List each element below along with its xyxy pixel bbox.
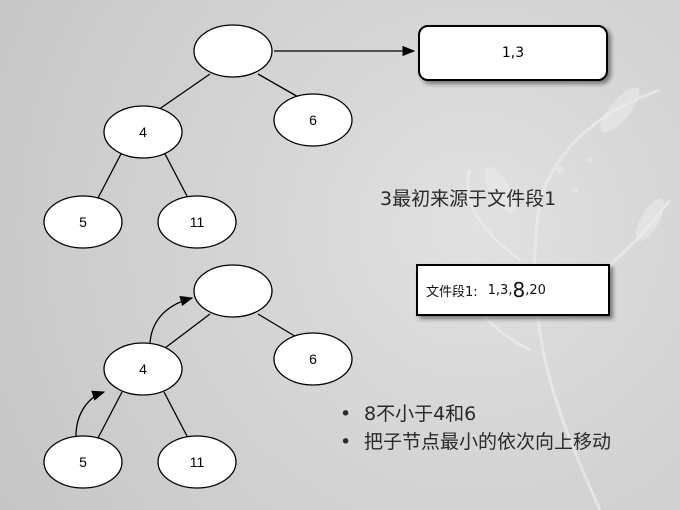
bottom-edge-root-right [257, 313, 299, 339]
bottom-edge-left-lr [163, 391, 189, 439]
top-tree-node-root [193, 24, 273, 78]
file-segment-prefix: 文件段1: [426, 284, 478, 300]
caption: 3最初来源于文件段1 [380, 188, 557, 210]
bottom-tree-edges [97, 313, 299, 439]
bullet-text: 8不小于4和6 [364, 403, 477, 425]
bullet-item: • 8不小于4和6 [340, 400, 670, 428]
top-tree-node-5-label: 5 [79, 214, 87, 230]
bottom-tree-node-5: 5 [43, 435, 123, 489]
arrow-5-to-4 [75, 390, 106, 437]
top-tree-node-6-label: 6 [309, 112, 317, 128]
bottom-tree-node-6: 6 [273, 332, 353, 386]
bullet-icon: • [340, 431, 352, 453]
top-edge-root-left [154, 73, 211, 113]
file-segment-box: 文件段1: 1,3, 8 ,20 [416, 264, 610, 316]
bottom-tree-node-6-label: 6 [309, 351, 317, 367]
bottom-edge-root-left [164, 313, 211, 349]
top-tree-node-4-label: 4 [139, 124, 147, 140]
bottom-edge-left-ll [97, 391, 123, 439]
output-box: 1,3 [418, 25, 608, 81]
file-segment-highlight: 8 [512, 278, 526, 302]
bottom-tree-node-root [193, 264, 273, 318]
bottom-tree-node-4-label: 4 [139, 361, 147, 377]
arrow-4-to-root [149, 295, 194, 347]
file-segment-values-after: ,20 [525, 282, 546, 298]
top-tree-node-11-label: 11 [190, 214, 205, 230]
top-edge-left-lr [163, 151, 189, 199]
bottom-tree-node-11: 11 [157, 435, 237, 489]
bullet-text: 把子节点最小的依次向上移动 [364, 431, 612, 453]
bullet-icon: • [340, 403, 352, 425]
top-tree-edges [97, 73, 301, 199]
output-box-text: 1,3 [501, 45, 525, 61]
top-tree-node-4: 4 [103, 105, 183, 159]
file-segment-values-before: 1,3, [487, 282, 513, 298]
top-tree-node-6: 6 [273, 93, 353, 147]
bottom-tree-node-4: 4 [103, 342, 183, 396]
bullet-list: • 8不小于4和6 • 把子节点最小的依次向上移动 [340, 400, 670, 456]
top-tree-node-5: 5 [43, 195, 123, 249]
bottom-tree-node-11-label: 11 [190, 454, 205, 470]
bottom-tree-node-5-label: 5 [79, 454, 87, 470]
top-edge-left-ll [97, 151, 123, 199]
bullet-item: • 把子节点最小的依次向上移动 [340, 428, 670, 456]
top-tree-node-11: 11 [157, 195, 237, 249]
top-edge-root-right [257, 73, 301, 99]
